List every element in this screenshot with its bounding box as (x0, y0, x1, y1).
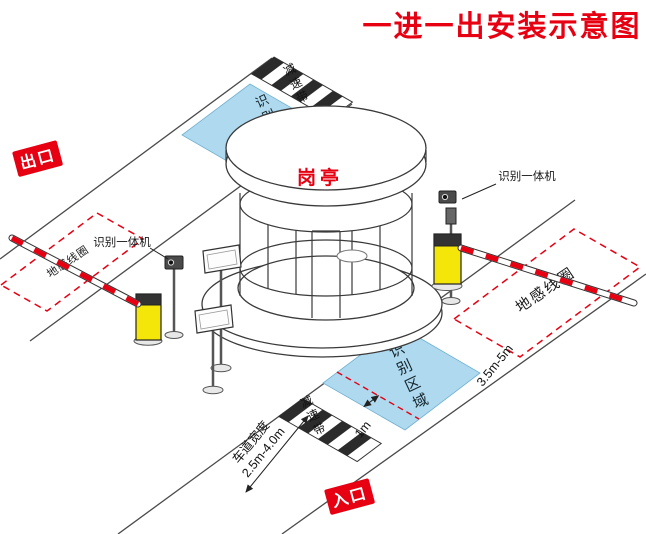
booth-base (237, 255, 415, 321)
exit-sign-plate (12, 140, 63, 177)
booth-desk (336, 249, 368, 263)
barrier-arm-body (9, 235, 141, 307)
booth-roof-top (225, 105, 427, 191)
zebra-stripe (251, 57, 284, 80)
entrance-sign: 入口 (324, 478, 375, 515)
barrier-arm-left (8, 234, 142, 308)
leader-line (149, 247, 169, 260)
booth-label: 岗亭 (297, 166, 343, 189)
barrier-gate-right (431, 233, 638, 307)
page-title: 一进一出安装示意图 (362, 9, 641, 43)
ground-coil-left-loop (0, 212, 145, 312)
speed-bump-top: 减速带 (250, 56, 354, 120)
reader-right-label: 识别一体机 (498, 169, 556, 183)
speed-bump-bottom: 减速带 (277, 393, 383, 463)
barrier-arm-stripes (460, 245, 635, 306)
camera-base (441, 297, 461, 305)
zebra-stripe (290, 79, 323, 102)
lane-width-arrow (245, 415, 309, 493)
led-sign-post-2 (194, 304, 234, 395)
speed-bump-top-label: 减速带 (281, 61, 310, 106)
ground-coil-right-loop (452, 228, 642, 358)
sign-panel (202, 244, 242, 274)
coil-inset-arrow (363, 395, 380, 408)
camera-base (164, 331, 184, 339)
coil-position-dashed-line (336, 371, 420, 420)
zebra-stripe (318, 421, 352, 445)
reader-label-right: 识别一体机 (461, 169, 556, 200)
exit-sign: 出口 (12, 140, 63, 177)
exit-lane-edge-outer (0, 57, 273, 260)
barrier-gate-left (8, 234, 163, 346)
lpr-camera-left (164, 255, 184, 339)
speed-bump-bottom-label: 减速带 (298, 393, 327, 438)
gate-cabinet-cap (433, 233, 462, 247)
zebra-stripe (337, 432, 372, 456)
leader-line (461, 183, 497, 200)
reader-left-label: 识别一体机 (93, 235, 151, 249)
sign-base (202, 385, 224, 395)
zebra-stripe (271, 68, 304, 91)
sign-screen (206, 249, 238, 270)
entrance-sign-plate (324, 478, 375, 515)
reader-label-left: 识别一体机 (93, 235, 169, 260)
barrier-arm-right (457, 244, 638, 307)
camera-lens (441, 193, 449, 201)
guard-booth (201, 105, 443, 358)
camera-display (445, 207, 457, 225)
sign-panel (194, 304, 234, 334)
sign-base (210, 363, 232, 373)
camera-lens (167, 259, 175, 266)
sign-screen (198, 309, 230, 330)
